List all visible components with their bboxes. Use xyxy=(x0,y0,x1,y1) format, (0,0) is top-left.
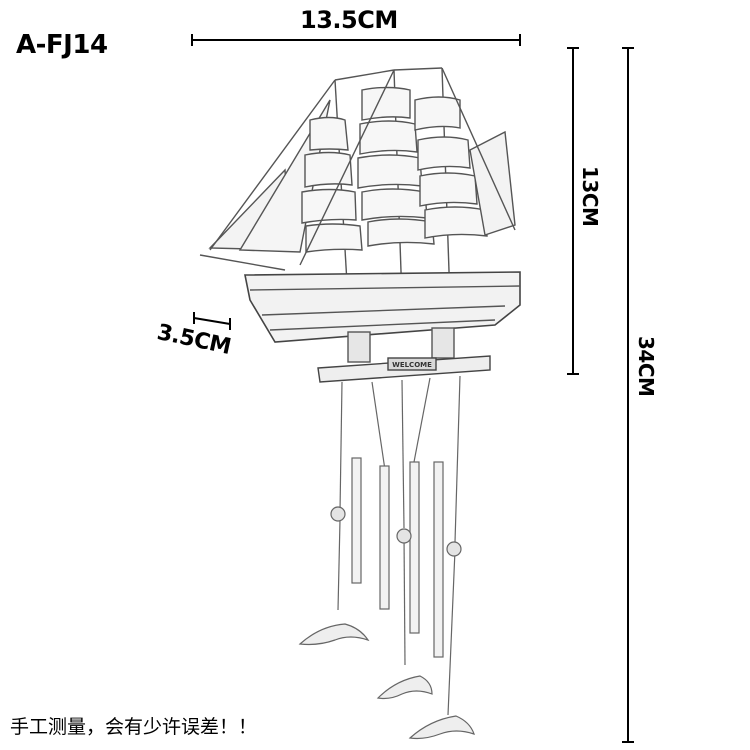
dimension-lines xyxy=(191,34,634,743)
width-dimension-label: 13.5CM xyxy=(300,6,398,34)
chime-sketch xyxy=(298,375,475,740)
model-code-label: A-FJ14 xyxy=(16,30,108,60)
depth-dimension-line xyxy=(193,317,231,325)
measurement-disclaimer: 手工测量，会有少许误差！！ xyxy=(10,716,258,738)
total-height-dimension-label: 34CM xyxy=(634,336,658,397)
ship-sketch xyxy=(199,67,521,383)
sail-height-dimension-label: 13CM xyxy=(578,166,602,227)
